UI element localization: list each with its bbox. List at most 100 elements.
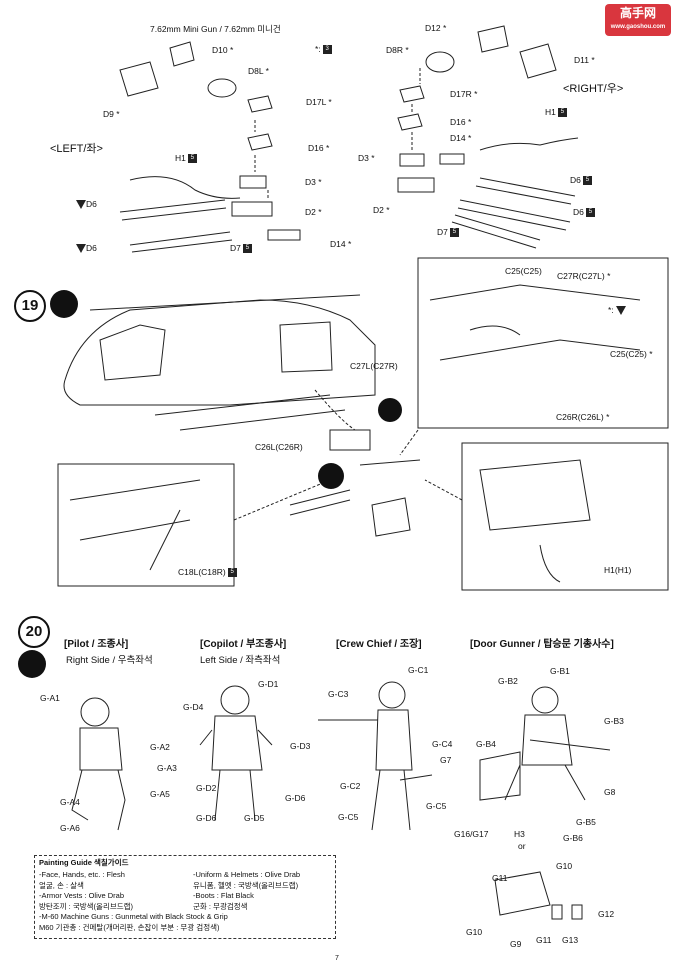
part-d6-upper bbox=[119, 199, 227, 221]
label-gd3: G-D3 bbox=[290, 741, 311, 751]
glue-icon bbox=[18, 650, 46, 678]
right-side-label: <RIGHT/우> bbox=[563, 83, 624, 95]
label-gd5: G-D5 bbox=[244, 813, 265, 823]
part-d17l-shape bbox=[247, 95, 273, 113]
label-d11: D11 * bbox=[574, 55, 595, 65]
part-d11-shape bbox=[519, 43, 557, 79]
label-d2: D2 * bbox=[305, 207, 322, 217]
label-d3r: D3 * bbox=[358, 153, 375, 163]
label-gb4: G-B4 bbox=[476, 739, 496, 749]
guide-line-5: -M-60 Machine Guns : Gunmetal with Black… bbox=[39, 912, 228, 921]
watermark-sub: www.gaoshou.com bbox=[610, 24, 666, 30]
guide-line-2: 얼굴, 손 : 살색 bbox=[39, 880, 84, 890]
part-d17r-shape bbox=[399, 85, 425, 103]
label-d12: D12 * bbox=[425, 23, 447, 33]
label-d16: D16 * bbox=[308, 143, 330, 153]
star-note-19-text: *: bbox=[608, 305, 614, 315]
label-c27l: C27L(C27R) bbox=[350, 361, 398, 371]
label-gb6: G-B6 bbox=[563, 833, 583, 843]
copilot-figure bbox=[199, 685, 273, 821]
label-d6-upper: D6 bbox=[74, 199, 97, 210]
label-d14: D14 * bbox=[330, 239, 352, 249]
paint-code-icon: 5 bbox=[449, 228, 459, 238]
detail-box-lower-right bbox=[461, 442, 669, 591]
label-d10: D10 * bbox=[212, 45, 234, 55]
part-d7r-shape bbox=[451, 214, 541, 249]
star-note-19: *: bbox=[608, 305, 626, 316]
crew-chief-title: [Crew Chief / 조장] bbox=[336, 639, 422, 650]
label-g12: G12 bbox=[598, 909, 615, 919]
gun-barrel-shape bbox=[289, 489, 351, 516]
step-20-number: 20 bbox=[18, 616, 50, 648]
guide-line-r2: 유니폼, 헬멧 : 국방색(올리브드랩) bbox=[193, 880, 299, 890]
triangle-paint-icon bbox=[615, 306, 626, 316]
label-gd4: G-D4 bbox=[183, 702, 204, 712]
minigun-title: 7.62mm Mini Gun / 7.62mm 미니건 bbox=[150, 24, 281, 34]
label-g9: G9 bbox=[510, 939, 522, 949]
part-d10-shape bbox=[169, 41, 195, 67]
part-h1-right bbox=[479, 137, 579, 151]
crew-chief-figure bbox=[318, 681, 433, 831]
detail-box-left bbox=[57, 463, 235, 587]
label-gc4: G-C4 bbox=[432, 739, 453, 749]
part-d6r-lower bbox=[457, 199, 571, 231]
part-d2r-shape bbox=[397, 177, 435, 193]
label-d8r: D8R * bbox=[386, 45, 409, 55]
label-c25a: C25(C25) bbox=[505, 266, 542, 276]
label-d2r: D2 * bbox=[373, 205, 390, 215]
part-d12-shape bbox=[477, 25, 509, 53]
guide-line-4: 방탄조끼 : 국방색(올리브드랩) bbox=[39, 901, 134, 911]
gun-link bbox=[359, 459, 421, 466]
label-d6a-text: D6 bbox=[86, 199, 97, 209]
painting-guide: Painting Guide 색칠가이드 -Face, Hands, etc. … bbox=[34, 855, 336, 939]
label-ga5: G-A5 bbox=[150, 789, 170, 799]
label-d7-text: D7 bbox=[230, 243, 241, 253]
detail-right-lines bbox=[429, 284, 641, 361]
left-side-label: <LEFT/좌> bbox=[50, 143, 103, 155]
paint-code-icon: 3 bbox=[322, 45, 332, 55]
label-gc2: G-C2 bbox=[340, 781, 361, 791]
label-d6-lower: D6 bbox=[74, 244, 97, 254]
label-gc1: G-C1 bbox=[408, 665, 429, 675]
guide-line-1: -Face, Hands, etc. : Flesh bbox=[39, 870, 125, 879]
ammo-box-detail bbox=[494, 871, 583, 920]
paint-code-icon: 5 bbox=[557, 108, 567, 118]
part-d9-shape bbox=[119, 61, 159, 97]
label-g8: G8 bbox=[604, 787, 616, 797]
star-note-text: *: bbox=[315, 44, 321, 54]
part-d3r-shape bbox=[399, 153, 425, 167]
guide-line-r3: -Boots : Flat Black bbox=[193, 891, 254, 900]
part-d2-shape bbox=[231, 201, 273, 217]
direction-icon bbox=[378, 398, 402, 422]
label-h1-text: H1 bbox=[175, 153, 186, 163]
part-d6-lower bbox=[129, 231, 233, 253]
label-h3: H3 bbox=[514, 829, 525, 839]
pilot-title: [Pilot / 조종사] bbox=[64, 639, 129, 650]
glue-icon bbox=[50, 290, 78, 318]
step-19-number: 19 bbox=[14, 290, 46, 322]
label-g10b: G10 bbox=[466, 927, 483, 937]
part-d8l-shape bbox=[207, 78, 237, 98]
star-note-top: *:3 bbox=[315, 44, 332, 55]
label-c25b: C25(C25) * bbox=[610, 349, 653, 359]
ammo-box-shape bbox=[371, 497, 411, 537]
part-d14r-shape bbox=[439, 153, 465, 165]
label-d14r: D14 * bbox=[450, 133, 472, 143]
helicopter-fuselage bbox=[63, 299, 376, 406]
triangle-paint-icon bbox=[76, 200, 86, 210]
label-or: or bbox=[518, 841, 526, 851]
pilot-side: Right Side / 우측좌석 bbox=[66, 655, 153, 666]
label-gd2: G-D2 bbox=[196, 783, 217, 793]
page-number: 7 bbox=[335, 955, 339, 962]
label-c26r: C26R(C26L) * bbox=[556, 412, 610, 422]
label-gc3: G-C3 bbox=[328, 689, 349, 699]
label-gd1: G-D1 bbox=[258, 679, 279, 689]
detail-box-right bbox=[417, 257, 669, 429]
label-c18l: C18L(C18R)5 bbox=[178, 568, 237, 578]
label-d16r: D16 * bbox=[450, 117, 472, 127]
painting-guide-title: Painting Guide 색칠가이드 bbox=[39, 858, 129, 867]
label-d17l: D17L * bbox=[306, 97, 332, 107]
